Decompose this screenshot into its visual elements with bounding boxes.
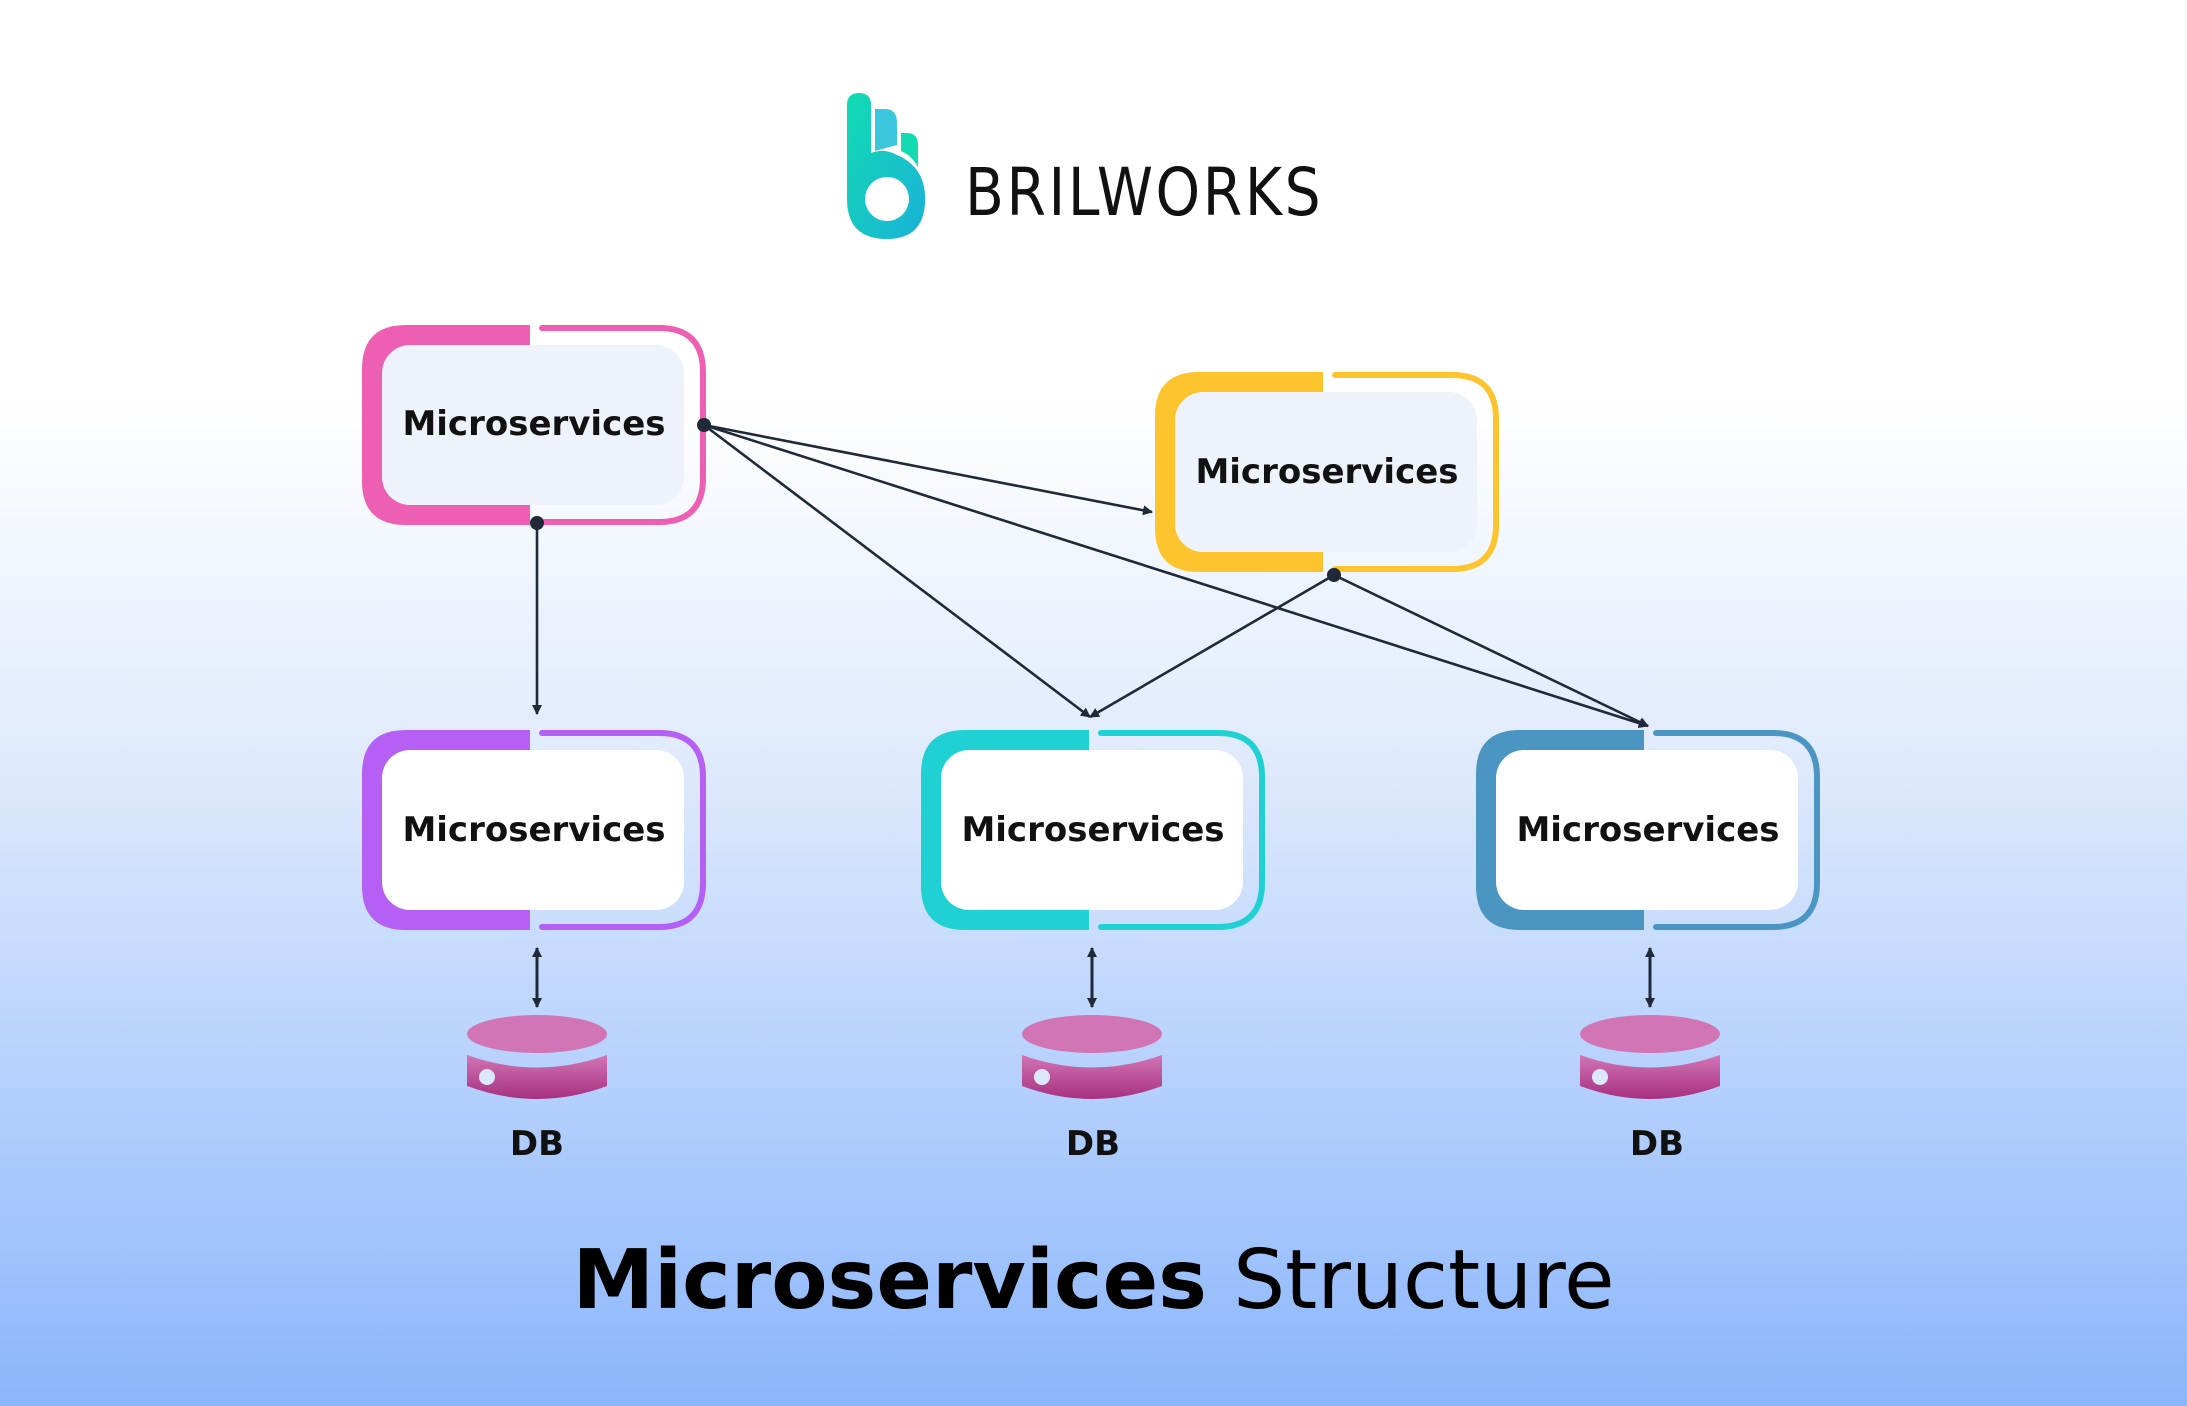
db-top — [1580, 1015, 1720, 1053]
edge-ms-top-right-to-ms-bottom-center — [1089, 573, 1335, 719]
page-title: Microservices Structure — [0, 1240, 2187, 1322]
brand-name: BRILWORKS — [965, 154, 1324, 231]
database-icon — [1022, 1015, 1162, 1099]
brilworks-logo-icon — [847, 93, 926, 239]
node-card — [1175, 392, 1477, 552]
node-ms-top-left — [362, 325, 706, 525]
node-border-right — [539, 730, 706, 930]
node-label-bottom-left: Microservices — [402, 810, 666, 850]
node-label-bottom-center: Microservices — [961, 810, 1225, 850]
node-ms-bottom-center — [921, 730, 1265, 930]
connector-dot — [530, 516, 544, 530]
db-label-center: DB — [1065, 1124, 1121, 1164]
db-top — [467, 1015, 607, 1053]
connector-dot — [1327, 568, 1341, 582]
db-body — [467, 1055, 607, 1099]
node-border-right — [1332, 372, 1499, 572]
db-indicator — [1592, 1069, 1608, 1085]
db-label-right: DB — [1629, 1124, 1685, 1164]
db-indicator — [1034, 1069, 1050, 1085]
node-ms-top-right — [1155, 372, 1499, 572]
node-label-top-left: Microservices — [402, 404, 666, 444]
db-label-left: DB — [509, 1124, 565, 1164]
node-card — [382, 750, 684, 910]
db-top — [1022, 1015, 1162, 1053]
node-ms-bottom-left — [362, 730, 706, 930]
node-card — [382, 345, 684, 505]
db-indicator — [479, 1069, 495, 1085]
edge-ms-top-left-to-ms-bottom-center — [703, 423, 1091, 719]
node-ms-bottom-right — [1476, 730, 1820, 930]
db-body — [1580, 1055, 1720, 1099]
node-border-right — [1098, 730, 1265, 930]
node-border-right — [1653, 730, 1820, 930]
edge-ms-top-right-to-ms-bottom-right — [1333, 573, 1649, 728]
database-icon — [467, 1015, 607, 1099]
connector-dot — [697, 418, 711, 432]
db-body — [1022, 1055, 1162, 1099]
title-bold: Microservices — [572, 1233, 1207, 1328]
node-label-top-right: Microservices — [1195, 452, 1459, 492]
edge-ms-top-left-to-ms-top-right — [703, 423, 1153, 516]
node-card — [941, 750, 1243, 910]
node-card — [1496, 750, 1798, 910]
database-icon — [1580, 1015, 1720, 1099]
edge-ms-top-left-to-ms-bottom-right — [703, 423, 1649, 729]
node-label-bottom-right: Microservices — [1516, 810, 1780, 850]
title-regular: Structure — [1233, 1233, 1615, 1328]
